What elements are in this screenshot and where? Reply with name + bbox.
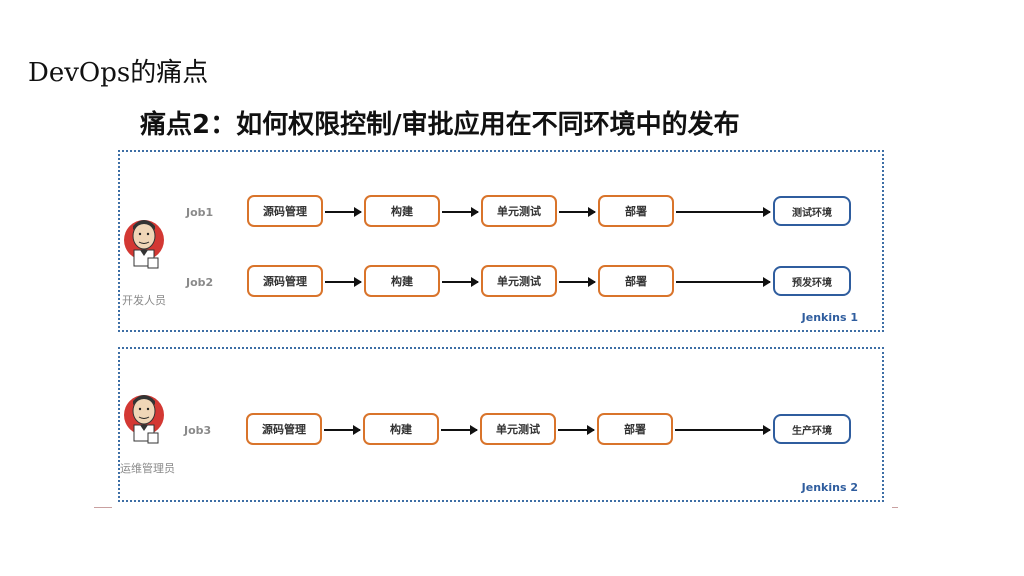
stage-build: 构建 <box>364 195 440 227</box>
divider <box>892 507 898 508</box>
stage-deploy: 部署 <box>598 195 674 227</box>
stage-deploy: 部署 <box>597 413 673 445</box>
divider <box>94 507 112 508</box>
env-target: 测试环境 <box>773 196 851 226</box>
stage-source: 源码管理 <box>247 195 323 227</box>
arrow <box>676 277 771 287</box>
jenkins-butler-icon <box>124 395 164 444</box>
job-label: Job3 <box>184 424 212 437</box>
jenkins-label: Jenkins 1 <box>801 311 858 324</box>
jenkins-2-panel: Jenkins 2 <box>118 347 884 502</box>
arrow <box>559 277 596 287</box>
arrow <box>675 425 771 435</box>
arrow <box>325 207 362 217</box>
env-target: 预发环境 <box>773 266 851 296</box>
job-label: Job2 <box>186 276 214 289</box>
stage-unit-test: 单元测试 <box>481 265 557 297</box>
env-target: 生产环境 <box>773 414 851 444</box>
jenkins-butler-icon <box>124 220 164 269</box>
stage-source: 源码管理 <box>246 413 322 445</box>
role-label: 开发人员 <box>122 294 166 307</box>
arrow <box>441 425 478 435</box>
stage-source: 源码管理 <box>247 265 323 297</box>
stage-unit-test: 单元测试 <box>480 413 556 445</box>
arrow <box>676 207 771 217</box>
arrow <box>442 207 479 217</box>
slide-title: DevOps的痛点 <box>28 58 209 88</box>
stage-unit-test: 单元测试 <box>481 195 557 227</box>
arrow <box>558 425 595 435</box>
arrow <box>559 207 596 217</box>
arrow <box>325 277 362 287</box>
jenkins-label: Jenkins 2 <box>801 481 858 494</box>
arrow <box>442 277 479 287</box>
job-label: Job1 <box>186 206 214 219</box>
stage-build: 构建 <box>363 413 439 445</box>
diagram-heading: 痛点2：如何权限控制/审批应用在不同环境中的发布 <box>140 110 740 140</box>
stage-deploy: 部署 <box>598 265 674 297</box>
arrow <box>324 425 361 435</box>
role-label: 运维管理员 <box>120 462 175 475</box>
jenkins-1-panel: Jenkins 1 <box>118 150 884 332</box>
stage-build: 构建 <box>364 265 440 297</box>
